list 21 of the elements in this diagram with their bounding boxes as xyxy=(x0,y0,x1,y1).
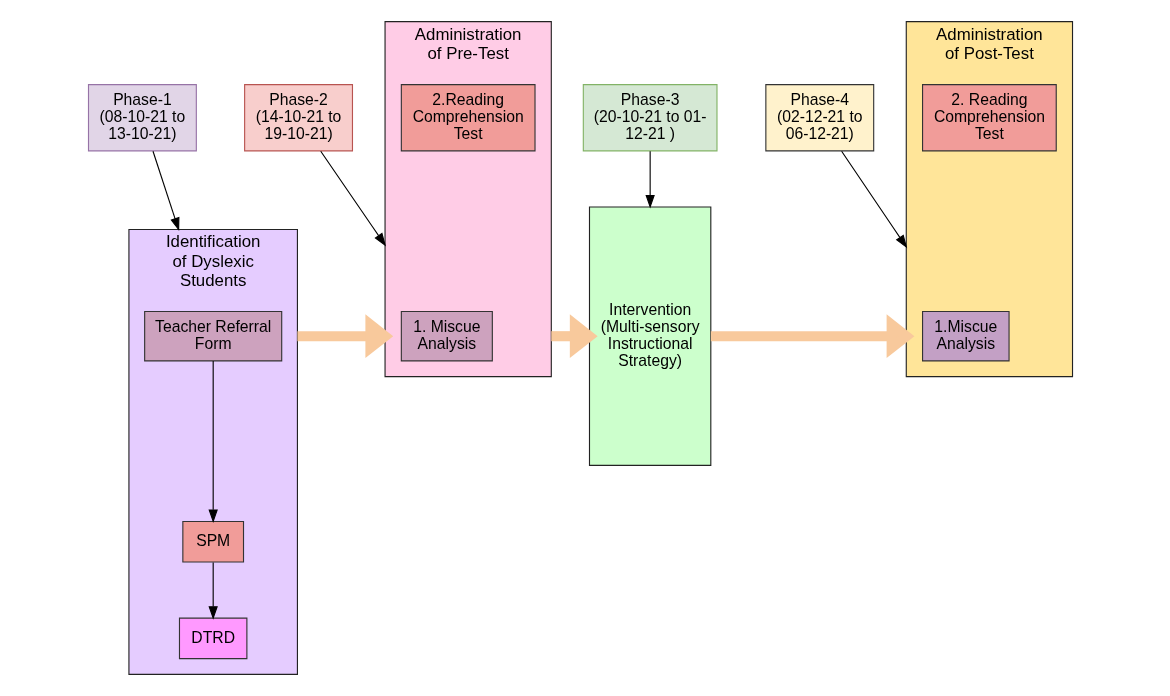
node-box: Teacher Referral Form xyxy=(144,310,283,362)
node-box: 1.Miscue Analysis xyxy=(922,310,1010,362)
node-box: Phase-3 (20-10-21 to 01- 12-21 ) xyxy=(582,84,718,152)
node-box: 1. Miscue Analysis xyxy=(400,310,493,362)
node-box: Phase-4 (02-12-21 to 06-12-21) xyxy=(765,84,875,152)
arrow xyxy=(320,150,386,247)
arrow xyxy=(208,561,218,620)
node-box: Intervention (Multi-sensory Instructional Strategy) xyxy=(588,206,712,466)
arrow xyxy=(551,314,598,359)
arrow xyxy=(645,150,655,209)
arrow xyxy=(152,150,180,232)
arrow xyxy=(841,150,908,249)
arrow xyxy=(208,360,218,523)
node-box: Phase-2 (14-10-21 to 19-10-21) xyxy=(244,84,354,152)
node-box: 2. Reading Comprehension Test xyxy=(922,84,1057,152)
node-box: SPM xyxy=(182,521,245,563)
node-box: 2.Reading Comprehension Test xyxy=(400,84,536,152)
arrow xyxy=(297,314,394,359)
node-box: Phase-1 (08-10-21 to 13-10-21) xyxy=(87,84,197,152)
arrow xyxy=(710,314,915,359)
node-box: DTRD xyxy=(178,617,248,660)
